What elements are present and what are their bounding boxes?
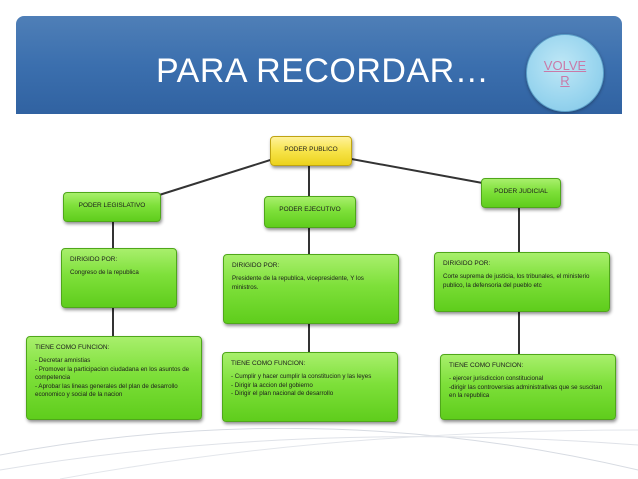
judicial-funcion-heading: TIENE COMO FUNCION: bbox=[449, 362, 524, 369]
slide-title: PARA RECORDAR… bbox=[156, 52, 490, 90]
legislativo-dirigido-text: Congreso de la republica bbox=[70, 269, 139, 276]
node-poder-judicial-label: PODER JUDICIAL bbox=[494, 188, 548, 195]
concept-map: PODER PUBLICO PODER LEGISLATIVO PODER EJ… bbox=[16, 114, 622, 428]
ejecutivo-dirigido-heading: DIRIGIDO POR: bbox=[232, 262, 280, 269]
node-legislativo-dirigido: DIRIGIDO POR: Congreso de la republica bbox=[61, 248, 177, 308]
node-poder-publico-label: PODER PUBLICO bbox=[284, 146, 338, 153]
node-poder-ejecutivo-label: PODER EJECUTIVO bbox=[279, 206, 341, 213]
legislativo-funcion-heading: TIENE COMO FUNCION: bbox=[35, 344, 110, 351]
slide-header: PARA RECORDAR… VOLVER bbox=[16, 16, 622, 126]
volver-label[interactable]: VOLVER bbox=[543, 58, 587, 88]
node-poder-judicial: PODER JUDICIAL bbox=[481, 178, 561, 208]
judicial-funcion-text: - ejercer jurisdiccion constitucional -d… bbox=[449, 375, 603, 399]
node-poder-ejecutivo: PODER EJECUTIVO bbox=[264, 196, 356, 228]
ejecutivo-dirigido-text: Presidente de la republica, vicepresiden… bbox=[232, 275, 364, 291]
node-poder-legislativo-label: PODER LEGISLATIVO bbox=[78, 202, 146, 209]
node-judicial-dirigido: DIRIGIDO POR: Corte suprema de justicia,… bbox=[434, 252, 610, 312]
node-ejecutivo-dirigido: DIRIGIDO POR: Presidente de la republica… bbox=[223, 254, 399, 324]
node-legislativo-funcion: TIENE COMO FUNCION: - Decretar amnistias… bbox=[26, 336, 202, 420]
node-poder-publico: PODER PUBLICO bbox=[270, 136, 352, 166]
node-poder-legislativo: PODER LEGISLATIVO bbox=[63, 192, 161, 222]
slide: PARA RECORDAR… VOLVER PODER PUBLICO PODE… bbox=[16, 16, 622, 428]
ejecutivo-funcion-text: - Cumplir y hacer cumplir la constitucio… bbox=[231, 373, 372, 397]
legislativo-dirigido-heading: DIRIGIDO POR: bbox=[70, 256, 118, 263]
ejecutivo-funcion-heading: TIENE COMO FUNCION: bbox=[231, 360, 306, 367]
judicial-dirigido-heading: DIRIGIDO POR: bbox=[443, 260, 491, 267]
node-ejecutivo-funcion: TIENE COMO FUNCION: - Cumplir y hacer cu… bbox=[222, 352, 398, 422]
judicial-dirigido-text: Corte suprema de justicia, los tribunale… bbox=[443, 273, 590, 289]
node-judicial-funcion: TIENE COMO FUNCION: - ejercer jurisdicci… bbox=[440, 354, 616, 420]
connector-lines bbox=[112, 155, 520, 354]
volver-button[interactable]: VOLVER bbox=[526, 34, 604, 112]
legislativo-funcion-text: - Decretar amnistias - Promover la parti… bbox=[35, 357, 190, 398]
